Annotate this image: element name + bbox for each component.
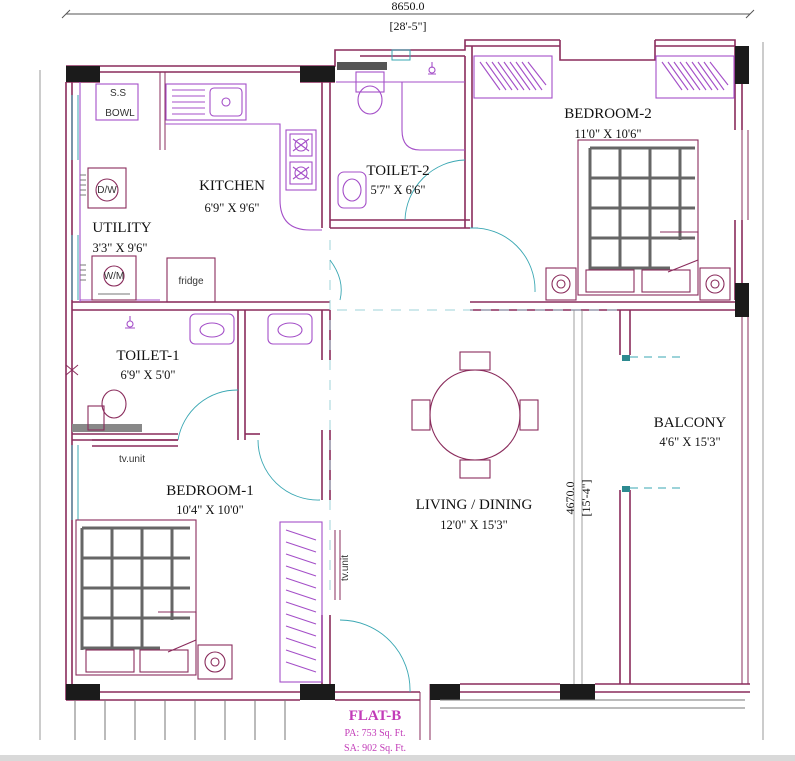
toilet1-size: 6'9" X 5'0" [121, 368, 176, 382]
flat-pa: PA: 753 Sq. Ft. [344, 728, 405, 739]
tv-unit-1-label: tv.unit [119, 454, 145, 465]
width-dimension-label: 8650.0 [392, 0, 425, 13]
width-dimension-label-ft: [28'-5"] [389, 19, 426, 33]
height-dimension-label: 4670.0 [563, 482, 577, 515]
bedroom2-size: 11'0" X 10'6" [574, 127, 641, 141]
interior-walls [72, 46, 735, 692]
bedroom1-name: BEDROOM-1 [166, 483, 254, 499]
kitchen-name: KITCHEN [199, 178, 265, 194]
flat-sa: SA: 902 Sq. Ft. [344, 743, 406, 754]
fridge-label: fridge [178, 276, 203, 287]
tv-unit-2-label: tv.unit [340, 555, 351, 581]
top-dimension: 8650.0 [28'-5"] [61, 0, 755, 33]
dishwasher-label: D/W [97, 185, 117, 196]
utility-size: 3'3" X 9'6" [93, 241, 148, 255]
height-dimension-label-ft: [15'-4"] [579, 479, 593, 516]
height-dimension: 4670.0 [15'-4"] [563, 479, 593, 516]
bedroom1-fixtures: tv.unit [75, 519, 411, 693]
flat-info: FLAT-B PA: 753 Sq. Ft. SA: 902 Sq. Ft. [344, 708, 406, 754]
toilet2-size: 5'7" X 6'6" [371, 183, 426, 197]
ss-bowl-label-1: S.S [110, 88, 126, 99]
kitchen-fixtures: S.S BOWL D/W W/M fridge [79, 82, 342, 303]
columns [66, 46, 749, 700]
living-name: LIVING / DINING [416, 497, 533, 513]
utility-name: UTILITY [92, 220, 151, 236]
toilet1-fixtures: tv.unit [87, 313, 321, 501]
bedroom1-size: 10'4" X 10'0" [176, 503, 244, 517]
toilet2-fixtures [336, 62, 536, 293]
toilet2-name: TOILET-2 [366, 163, 429, 179]
bedroom2-name: BEDROOM-2 [564, 106, 652, 122]
flat-name: FLAT-B [349, 708, 402, 724]
ss-bowl-label-2: BOWL [105, 108, 135, 119]
washing-machine-label: W/M [104, 271, 125, 282]
left-windows [65, 95, 79, 520]
balcony-name: BALCONY [654, 415, 727, 431]
bedroom2-fixtures [473, 55, 735, 301]
kitchen-size: 6'9" X 9'6" [205, 201, 260, 215]
toilet1-name: TOILET-1 [116, 348, 179, 364]
living-size: 12'0" X 15'3" [440, 518, 508, 532]
dining-table [411, 351, 539, 479]
room-labels: KITCHEN 6'9" X 9'6" UTILITY 3'3" X 9'6" … [92, 106, 726, 532]
balcony-size: 4'6" X 15'3" [659, 435, 720, 449]
walls [65, 39, 750, 740]
